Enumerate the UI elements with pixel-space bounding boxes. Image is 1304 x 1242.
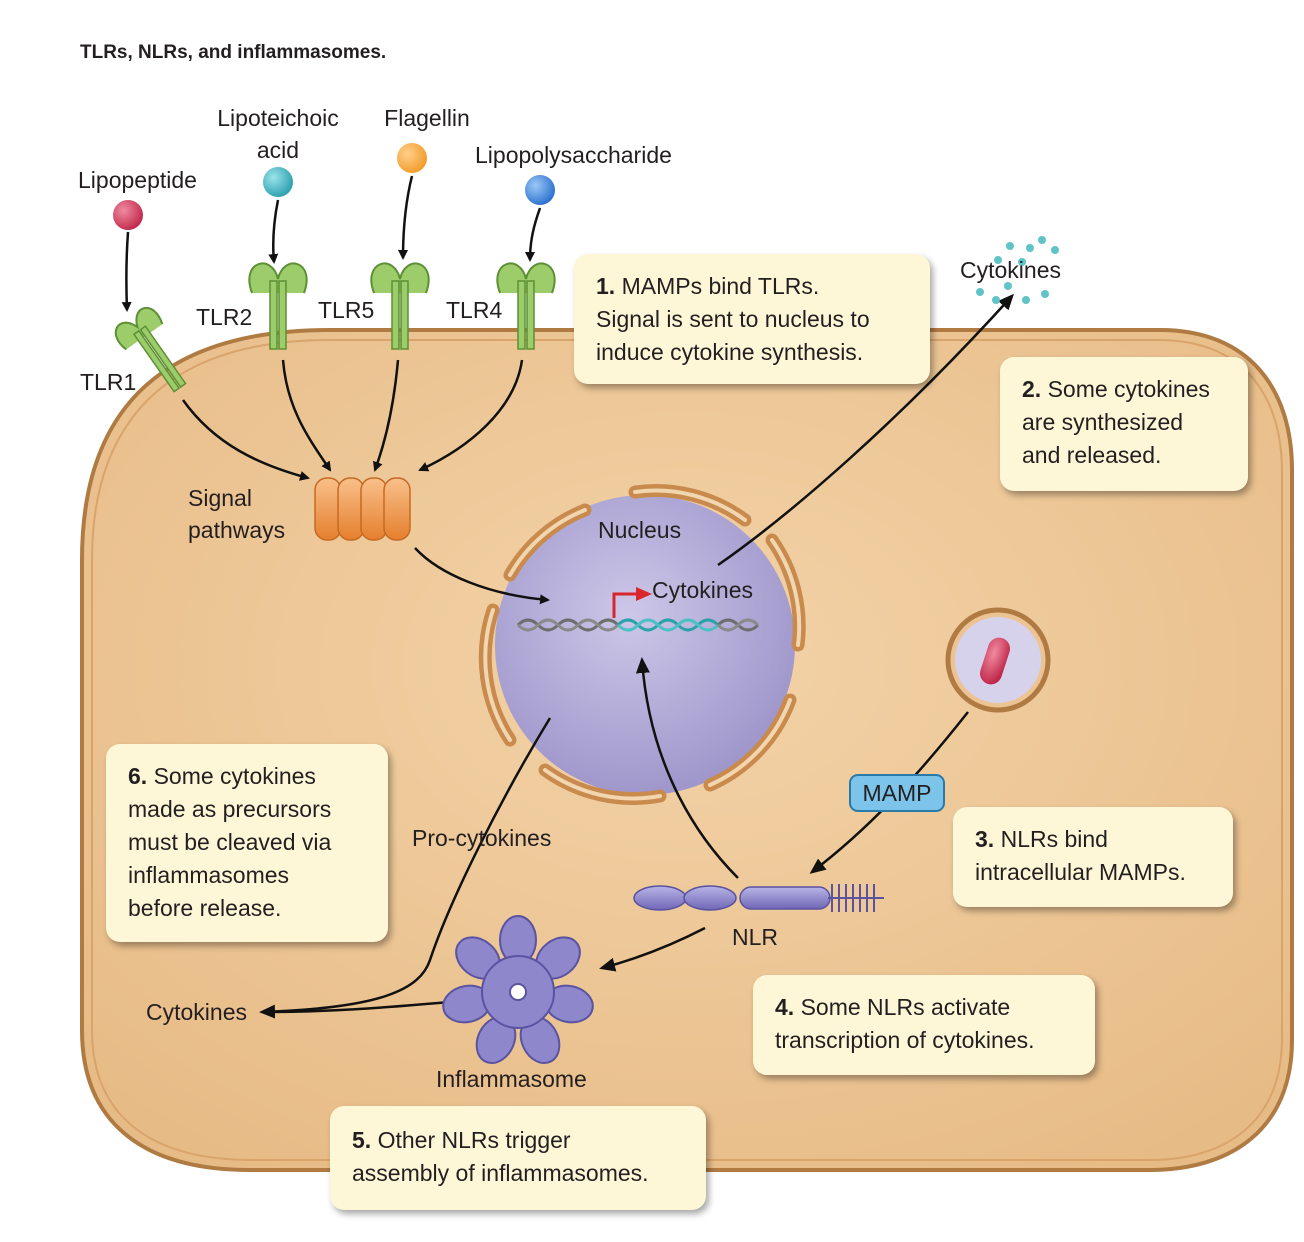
label-lipoteichoic-2: acid [257,137,299,163]
step-6-line-4: inflammasomes [128,862,290,888]
flagellin-ligand-icon [397,143,427,173]
step-4-number: 4. [775,994,795,1020]
transcription-start-arrow-icon [612,587,652,618]
step-6-box: 6. Some cytokines made as precursors mus… [106,744,388,942]
step-6-line-5: before release. [128,895,282,921]
label-tlr5: TLR5 [318,297,374,323]
step-6-line-1: Some cytokines [153,763,316,789]
label-signal-pathways-2: pathways [188,517,285,543]
label-pro-cytokines: Pro-cytokines [412,825,551,851]
label-cytokines-released: Cytokines [960,257,1061,283]
label-cytokines-left: Cytokines [146,999,247,1025]
label-signal-pathways-1: Signal [188,485,252,511]
dna-strand [516,618,760,632]
label-mamp: MAMP [863,780,932,806]
mamp-tag [849,774,945,812]
phagosome-bacterium-icon [945,607,1051,713]
label-flagellin: Flagellin [384,105,470,131]
step-3-number: 3. [975,826,995,852]
step-6-line-3: must be cleaved via [128,829,332,855]
lipoteichoic-acid-ligand-icon [263,167,293,197]
label-lipoteichoic-1: Lipoteichoic [217,105,338,131]
step-1-number: 1. [596,273,616,299]
lipopeptide-ligand-icon [113,200,143,230]
label-inflammasome: Inflammasome [436,1066,587,1092]
step-1-line-3: induce cytokine synthesis. [596,339,864,365]
nucleus [478,484,806,805]
tlr5-receptor-icon [370,262,430,350]
label-nucleus: Nucleus [598,517,681,543]
step-3-box: 3. NLRs bind intracellular MAMPs. [953,807,1233,907]
step-6-number: 6. [128,763,148,789]
step-2-line-3: and released. [1022,442,1162,468]
step-5-number: 5. [352,1127,372,1153]
step-3-line-2: intracellular MAMPs. [975,859,1186,885]
step-1-box: 1. MAMPs bind TLRs. Signal is sent to nu… [574,254,930,384]
signal-pathways-icon [314,477,411,541]
figure-title: TLRs, NLRs, and inflammasomes. [80,42,387,63]
label-nlr: NLR [732,924,778,950]
released-cytokines-icon [976,236,1059,304]
label-cytokines-gene: Cytokines [652,577,753,603]
step-2-number: 2. [1022,376,1042,402]
step-4-line-2: transcription of cytokines. [775,1027,1035,1053]
tlr4-receptor-icon [496,262,556,350]
label-lipopeptide: Lipopeptide [78,167,197,193]
tlr1-receptor-icon [114,306,187,393]
label-tlr4: TLR4 [446,297,502,323]
step-5-line-2: assembly of inflammasomes. [352,1160,649,1186]
step-2-line-2: are synthesized [1022,409,1184,435]
step-1-line-2: Signal is sent to nucleus to [596,306,870,332]
step-2-line-1: Some cytokines [1047,376,1210,402]
step-1-line-1: MAMPs bind TLRs. [621,273,820,299]
step-5-line-1: Other NLRs trigger [377,1127,571,1153]
step-3-line-1: NLRs bind [1000,826,1108,852]
label-lipopolysaccharide: Lipopolysaccharide [475,142,672,168]
step-5-box: 5. Other NLRs trigger assembly of inflam… [330,1106,706,1210]
inflammasome-icon [442,915,594,1064]
tlr2-receptor-icon [248,262,308,350]
step-4-box: 4. Some NLRs activate transcription of c… [753,975,1095,1075]
step-6-line-2: made as precursors [128,796,332,822]
lps-ligand-icon [525,175,555,205]
label-tlr1: TLR1 [80,369,136,395]
label-tlr2: TLR2 [196,304,252,330]
step-2-box: 2. Some cytokines are synthesized and re… [1000,357,1248,491]
step-4-line-1: Some NLRs activate [800,994,1011,1020]
nlr-protein-icon [633,884,884,912]
